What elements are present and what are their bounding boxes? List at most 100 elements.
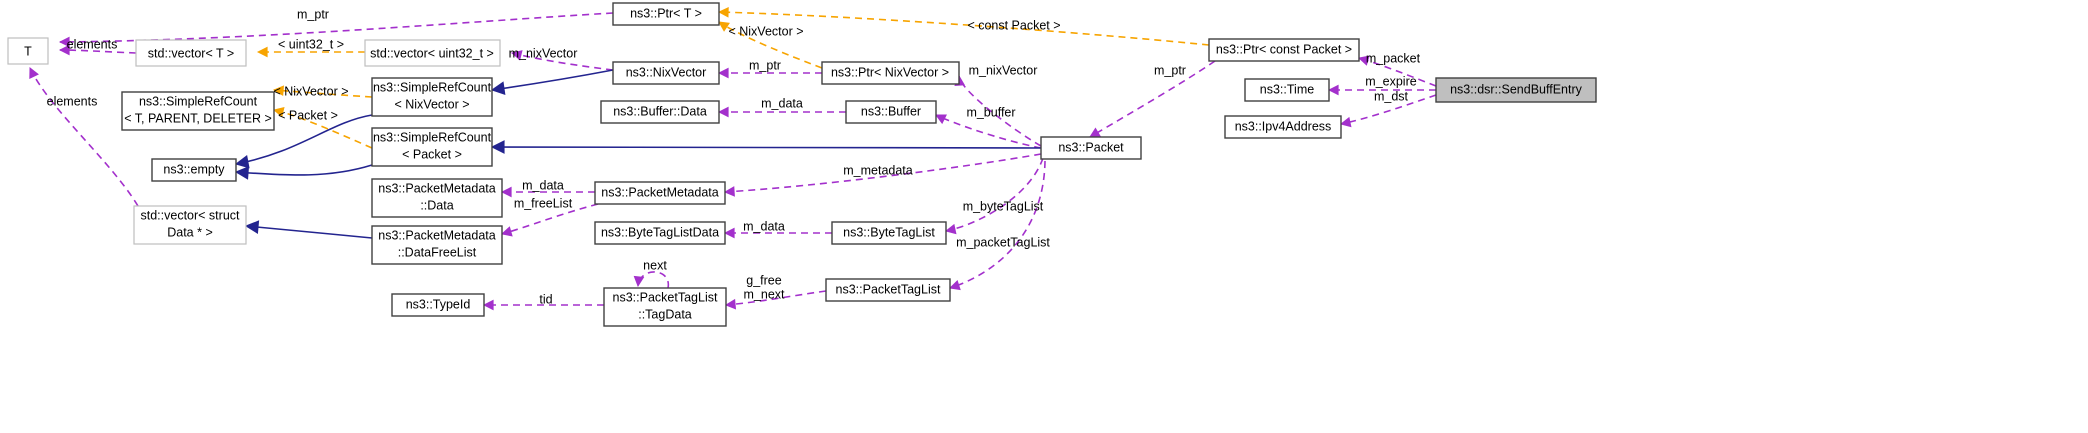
node-label-packetmetadata: ns3::PacketMetadata [601, 185, 718, 199]
edge-label-next: next [643, 258, 667, 272]
node-label-buffer-data: ns3::Buffer::Data [613, 104, 707, 118]
node-simplerefcount-t-parent-deleter[interactable]: ns3::SimpleRefCount < T, PARENT, DELETER… [121, 91, 275, 131]
edge-label-m_next: m_next [744, 287, 786, 301]
node-label-srcnix-line2: < NixVector > [394, 97, 469, 111]
node-label-T: T [24, 44, 32, 58]
node-simplerefcount-packet[interactable]: ns3::SimpleRefCount < Packet > [371, 127, 493, 167]
node-T[interactable]: T [7, 37, 49, 65]
edge-label-m_byteTagList: m_byteTagList [963, 199, 1044, 213]
edge-label-m_packetTagList: m_packetTagList [956, 235, 1050, 249]
node-ns3-bytetaglist[interactable]: ns3::ByteTagList [831, 221, 947, 245]
edge-label-elements-2: elements [47, 94, 98, 108]
node-ns3-buffer-data[interactable]: ns3::Buffer::Data [600, 100, 720, 124]
edge-m_nixVector-packet-to-ptrNixVector [954, 74, 1042, 147]
node-label-time: ns3::Time [1260, 82, 1314, 96]
edge-m_nixVector-nixVector-to-vectorUint32 [510, 50, 614, 71]
node-ns3-ptr-const-packet[interactable]: ns3::Ptr< const Packet > [1208, 38, 1360, 62]
edge-label-m_nixVector-1: m_nixVector [509, 46, 578, 60]
node-ns3-time[interactable]: ns3::Time [1244, 78, 1330, 102]
edge-elements-vectorT-to-T [58, 44, 137, 56]
node-ns3-bytetaglistdata[interactable]: ns3::ByteTagListData [594, 221, 726, 245]
edge-m_packetTagList-packet-to-packetTagList [948, 160, 1046, 291]
node-ns3-nixvector[interactable]: ns3::NixVector [612, 61, 720, 85]
nodes-layer: T std::vector< T > std::vector< uint32_t… [7, 2, 1597, 327]
edge-label-elements-1: elements [67, 37, 118, 51]
edge-label-m_ptr-nix: m_ptr [749, 58, 781, 72]
node-label-packettaglist: ns3::PacketTagList [836, 282, 941, 296]
edge-label-m_buffer: m_buffer [966, 105, 1015, 119]
edge-label-m_freeList: m_freeList [514, 196, 573, 210]
node-ns3-ptr-nixvector[interactable]: ns3::Ptr< NixVector > [821, 61, 960, 85]
edge-labels-layer: m_ptr elements < uint32_t > < const Pack… [47, 7, 1421, 306]
edge-label-m_packet: m_packet [1366, 51, 1421, 65]
node-label-buffer: ns3::Buffer [861, 104, 921, 118]
node-label-pmdfl-line2: ::DataFreeList [398, 245, 477, 259]
edge-template-Packet-srcTPD [272, 106, 373, 149]
edge-label-uint32-t: < uint32_t > [278, 37, 344, 51]
edge-label-m_ptr-packet: m_ptr [1154, 63, 1186, 77]
node-ns3-packet[interactable]: ns3::Packet [1040, 136, 1142, 160]
edge-label-m_ptr-top: m_ptr [297, 7, 329, 21]
edge-label-tid: tid [539, 292, 552, 306]
node-ns3-empty[interactable]: ns3::empty [151, 158, 237, 182]
node-simplerefcount-nixvector[interactable]: ns3::SimpleRefCount < NixVector > [371, 77, 493, 117]
edge-m_dst-sendBuffEntry-to-ipv4Address [1339, 94, 1437, 128]
node-label-srctpd-line2: < T, PARENT, DELETER > [124, 111, 272, 125]
node-label-std-vector-T: std::vector< T > [148, 46, 234, 60]
node-label-vsd-line2: Data * > [167, 225, 213, 239]
edge-label-packet-tpl: < Packet > [278, 108, 338, 122]
edge-label-m_data-buffer: m_data [761, 96, 803, 110]
node-packetmetadata-data[interactable]: ns3::PacketMetadata ::Data [371, 178, 503, 218]
node-label-ptr-const-packet: ns3::Ptr< const Packet > [1216, 42, 1352, 56]
edge-template-NixVector-srcTPD [272, 85, 373, 98]
edge-m_packet-sendBuffEntry-to-ptrConstPacket [1357, 55, 1437, 87]
edge-label-m_data-btl: m_data [743, 219, 785, 233]
node-label-nixvector: ns3::NixVector [626, 65, 707, 79]
node-label-packet: ns3::Packet [1058, 140, 1124, 154]
node-label-srctpd-line1: ns3::SimpleRefCount [139, 94, 258, 108]
node-label-srcpkt-line1: ns3::SimpleRefCount [373, 130, 492, 144]
edge-label-const-packet: < const Packet > [967, 18, 1060, 32]
node-ns3-dsr-sendbuffentry[interactable]: ns3::dsr::SendBuffEntry [1435, 77, 1597, 103]
node-std-vector-uint32[interactable]: std::vector< uint32_t > [364, 39, 501, 67]
edge-inherit-packet-to-srcPacket [490, 140, 1042, 154]
edge-m_byteTagList-packet-to-byteTagList [944, 157, 1044, 235]
edge-label-m_expire: m_expire [1365, 74, 1416, 88]
edge-label-nixvector-tpl: < NixVector > [273, 84, 348, 98]
node-label-ptltd-line1: ns3::PacketTagList [613, 290, 718, 304]
edge-label-nixvector-ptr: < NixVector > [728, 24, 803, 38]
edge-inherit-srcNixVector-to-empty [234, 114, 373, 169]
edge-label-m_data-pm: m_data [522, 178, 564, 192]
node-ns3-buffer[interactable]: ns3::Buffer [845, 100, 937, 124]
edge-m_freeList-packetMetadata-to-pmDataFreeList [500, 203, 599, 237]
node-label-ptr-nixvector: ns3::Ptr< NixVector > [831, 65, 949, 79]
node-packetmetadata-datafreelist[interactable]: ns3::PacketMetadata ::DataFreeList [371, 225, 503, 265]
edge-g_free-m_next-packetTagList-to-ptlTagData [724, 290, 827, 310]
node-label-pmdata-line2: ::Data [420, 198, 453, 212]
edge-inherit-srcPacket-to-empty [234, 164, 373, 180]
node-ns3-typeid[interactable]: ns3::TypeId [391, 293, 485, 317]
node-label-std-vector-uint32: std::vector< uint32_t > [370, 46, 494, 60]
edges-layer [29, 6, 1437, 311]
node-label-srcpkt-line2: < Packet > [402, 147, 462, 161]
node-ns3-packettaglist[interactable]: ns3::PacketTagList [825, 278, 951, 302]
edge-m_ptr-ptrConstPacket-to-packet [1089, 60, 1216, 138]
node-label-pmdfl-line1: ns3::PacketMetadata [378, 228, 495, 242]
edge-next-ptlTagData-self-loop [633, 271, 669, 289]
node-packettaglist-tagdata[interactable]: ns3::PacketTagList ::TagData [603, 287, 727, 327]
node-label-bytetaglist: ns3::ByteTagList [843, 225, 935, 239]
node-ns3-packetmetadata[interactable]: ns3::PacketMetadata [594, 181, 726, 205]
edge-inherit-pmDataFreeList-to-vectorStructData [244, 220, 373, 239]
node-label-srcnix-line1: ns3::SimpleRefCount [373, 80, 492, 94]
edge-label-m_nixVector-2: m_nixVector [969, 63, 1038, 77]
edge-label-m_metadata: m_metadata [843, 163, 913, 177]
node-std-vector-T[interactable]: std::vector< T > [135, 39, 247, 67]
node-ns3-ptr-t[interactable]: ns3::Ptr< T > [612, 2, 720, 26]
node-ns3-ipv4address[interactable]: ns3::Ipv4Address [1224, 115, 1342, 139]
node-label-vsd-line1: std::vector< struct [141, 208, 241, 222]
node-std-vector-struct-data[interactable]: std::vector< struct Data * > [133, 205, 247, 245]
edge-template-const-Packet-ptrT [717, 6, 1210, 46]
node-label-ipv4address: ns3::Ipv4Address [1235, 119, 1332, 133]
node-label-sendbuffentry: ns3::dsr::SendBuffEntry [1450, 82, 1583, 96]
